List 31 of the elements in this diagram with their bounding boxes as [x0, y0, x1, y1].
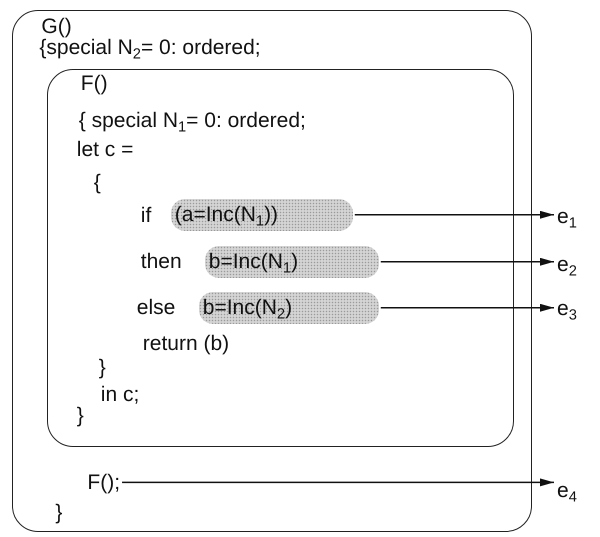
code-line: else [136, 296, 176, 318]
highlighted-expression [198, 292, 379, 324]
code-line: {special N$_{2}$= 0: ordered; [39, 37, 261, 58]
code-line: } [55, 502, 62, 524]
code-line: return (b) [142, 332, 230, 354]
highlighted-expression [204, 246, 379, 278]
code-line: G() [41, 16, 72, 38]
expression-text: b=Inc(N$_{2}$) [202, 297, 292, 318]
expression-text: b=Inc(N$_{1}$) [208, 251, 298, 272]
arrow [354, 210, 554, 219]
arrow [380, 304, 554, 312]
event-label: e$_{3}$ [557, 298, 577, 318]
code-block-box [12, 10, 532, 532]
code-line: then [140, 250, 182, 272]
code-line: in c; [100, 384, 140, 405]
highlighted-expression [170, 198, 353, 231]
event-label: e$_{2}$ [557, 254, 577, 274]
code-line: { [94, 172, 101, 193]
code-line: let c = [76, 138, 134, 160]
arrow [122, 478, 554, 486]
arrow [380, 258, 554, 266]
event-label: e$_{4}$ [557, 480, 577, 500]
code-line: } [76, 404, 84, 426]
code-block-box [47, 69, 514, 448]
code-line: { special N$_{1}$= 0: ordered; [78, 110, 306, 131]
code-line: if [140, 204, 152, 226]
code-line: F() [80, 72, 108, 94]
event-label: F(); [87, 472, 120, 493]
code-line: } [98, 356, 106, 378]
expression-text: (a=Inc(N$_{1}$)) [174, 204, 278, 226]
event-label: e$_{1}$ [557, 206, 577, 226]
